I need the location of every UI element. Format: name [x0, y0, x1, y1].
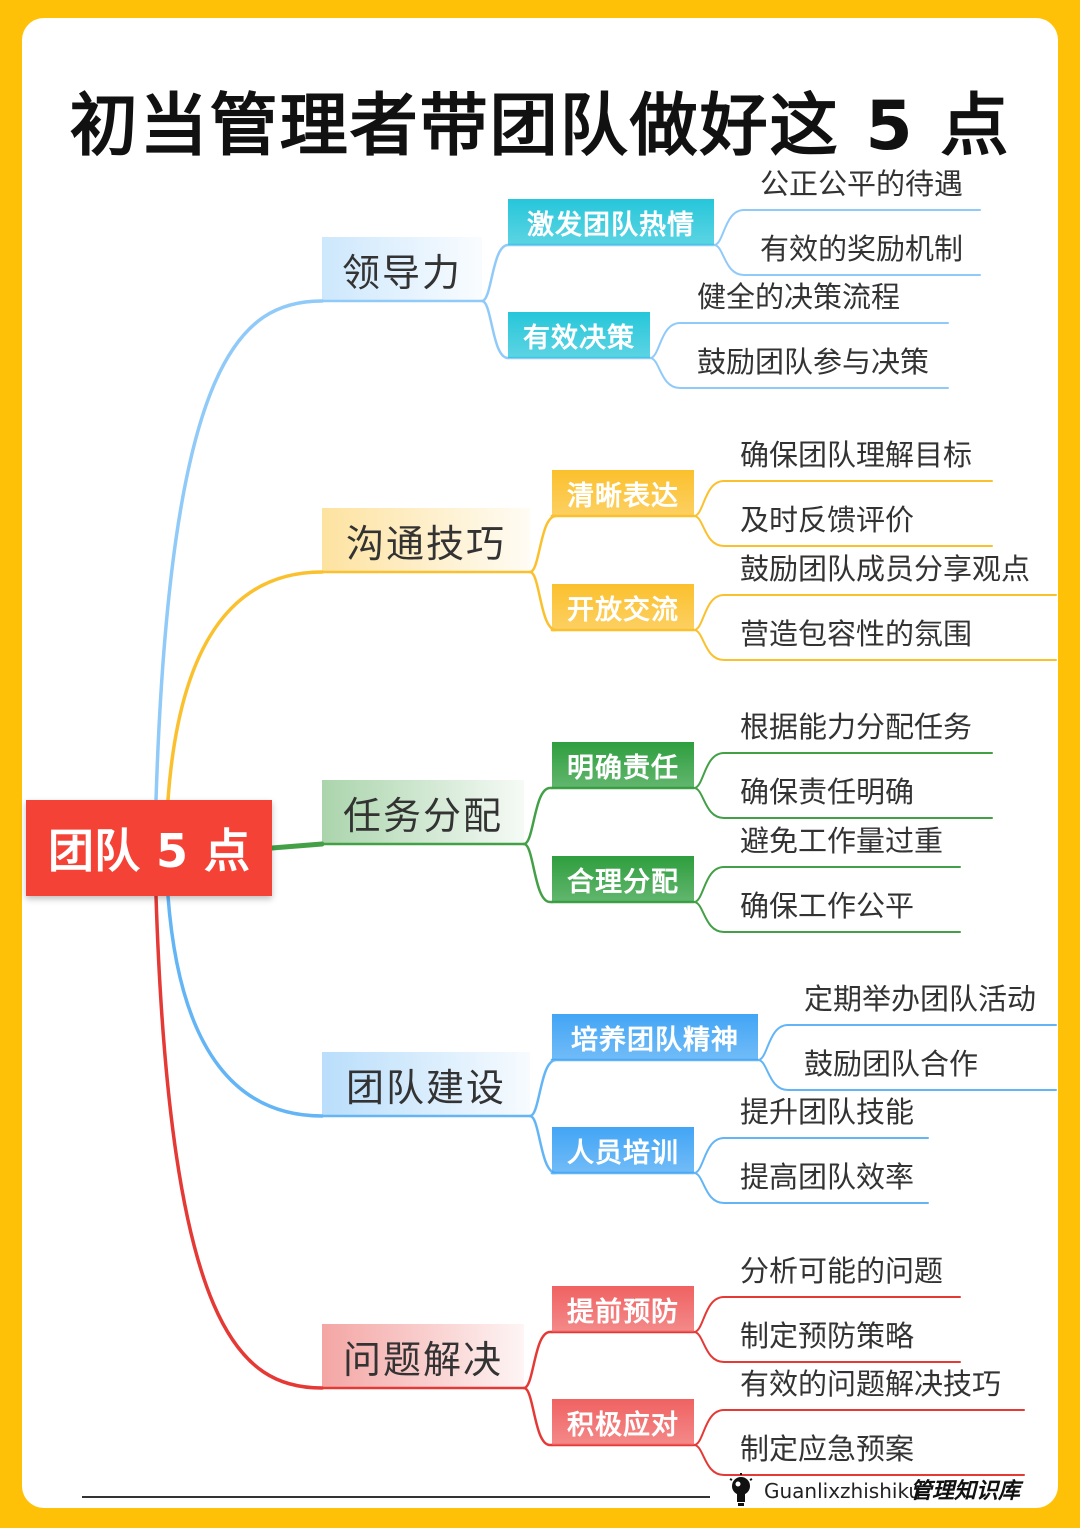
leaf-item: 确保工作公平 [740, 889, 915, 923]
footer-divider [82, 1496, 710, 1498]
connector-line [693, 594, 1057, 631]
connector-line [528, 514, 557, 574]
footer-brand: 管理知识库 [910, 1478, 1021, 1504]
connector-line [693, 1137, 929, 1174]
leaf-item: 分析可能的问题 [740, 1254, 944, 1288]
connector-line [693, 1331, 961, 1363]
connector-line [480, 299, 510, 360]
leaf-item: 制定应急预案 [740, 1432, 915, 1466]
page-title: 初当管理者带团队做好这 5 点 [69, 87, 1011, 166]
sub-branch-node: 明确责任 [552, 742, 694, 788]
connector-line [649, 322, 949, 359]
connector-line [693, 1444, 1025, 1476]
root-node: 团队 5 点 [26, 800, 272, 896]
connector-line [757, 1059, 1057, 1091]
connector-line [154, 894, 324, 1390]
branch-node: 领导力 [322, 237, 482, 301]
leaf-item: 营造包容性的氛围 [740, 617, 973, 651]
leaf-item: 健全的决策流程 [697, 280, 901, 314]
sub-branch-node: 培养团队精神 [552, 1014, 758, 1060]
leaf-item: 确保责任明确 [740, 775, 915, 809]
connector-line [166, 894, 324, 1118]
leaf-item: 制定预防策略 [740, 1319, 915, 1353]
connector-line [528, 1058, 557, 1118]
connector-line [693, 1409, 1025, 1446]
leaf-item: 避免工作量过重 [740, 824, 944, 858]
card-background [22, 18, 1058, 1508]
leaf-item: 鼓励团队合作 [804, 1047, 979, 1081]
connector-line [713, 244, 981, 276]
connector-line [693, 1172, 929, 1204]
connector-line [154, 299, 324, 802]
footer-site-name: Guanlixzhishiku [764, 1479, 922, 1503]
sub-branch-node: 开放交流 [552, 584, 694, 630]
connector-line [713, 209, 981, 246]
leaf-item: 根据能力分配任务 [740, 710, 973, 744]
connector-line [522, 786, 554, 846]
leaf-item: 有效的问题解决技巧 [740, 1367, 1002, 1401]
leaf-item: 鼓励团队参与决策 [697, 345, 930, 379]
connector-line [693, 629, 1057, 661]
connector-line [693, 515, 993, 547]
branch-node: 问题解决 [322, 1324, 524, 1388]
sub-branch-node: 人员培训 [552, 1127, 694, 1173]
sub-branch-node: 积极应对 [552, 1399, 694, 1445]
leaf-item: 提高团队效率 [740, 1160, 915, 1194]
connector-line [693, 787, 993, 819]
connector-line [480, 243, 510, 303]
sub-branch-node: 激发团队热情 [508, 199, 714, 245]
lightbulb-icon [729, 1473, 753, 1506]
connector-line [693, 752, 993, 789]
sub-branch-node: 清晰表达 [552, 470, 694, 516]
branch-node: 团队建设 [322, 1052, 530, 1116]
leaf-item: 有效的奖励机制 [760, 232, 964, 266]
leaf-item: 确保团队理解目标 [740, 438, 973, 472]
connector-line [693, 866, 961, 903]
connector-line [649, 357, 949, 389]
connector-line [693, 480, 993, 517]
connector-line [166, 570, 324, 802]
leaf-item: 提升团队技能 [740, 1095, 915, 1129]
sub-branch-node: 提前预防 [552, 1286, 694, 1332]
connector-line [693, 901, 961, 933]
sub-branch-node: 合理分配 [552, 856, 694, 902]
connector-line [693, 1296, 961, 1333]
leaf-item: 及时反馈评价 [740, 503, 915, 537]
leaf-item: 公正公平的待遇 [760, 167, 964, 201]
branch-node: 任务分配 [322, 780, 524, 844]
connector-line [269, 841, 325, 851]
connector-line [522, 842, 554, 904]
connector-line [757, 1024, 1057, 1061]
leaf-item: 鼓励团队成员分享观点 [740, 552, 1031, 586]
connector-line [522, 1330, 554, 1390]
sub-branch-node: 有效决策 [508, 312, 650, 358]
branch-node: 沟通技巧 [322, 508, 530, 572]
leaf-item: 定期举办团队活动 [804, 982, 1037, 1016]
connector-line [522, 1386, 554, 1447]
